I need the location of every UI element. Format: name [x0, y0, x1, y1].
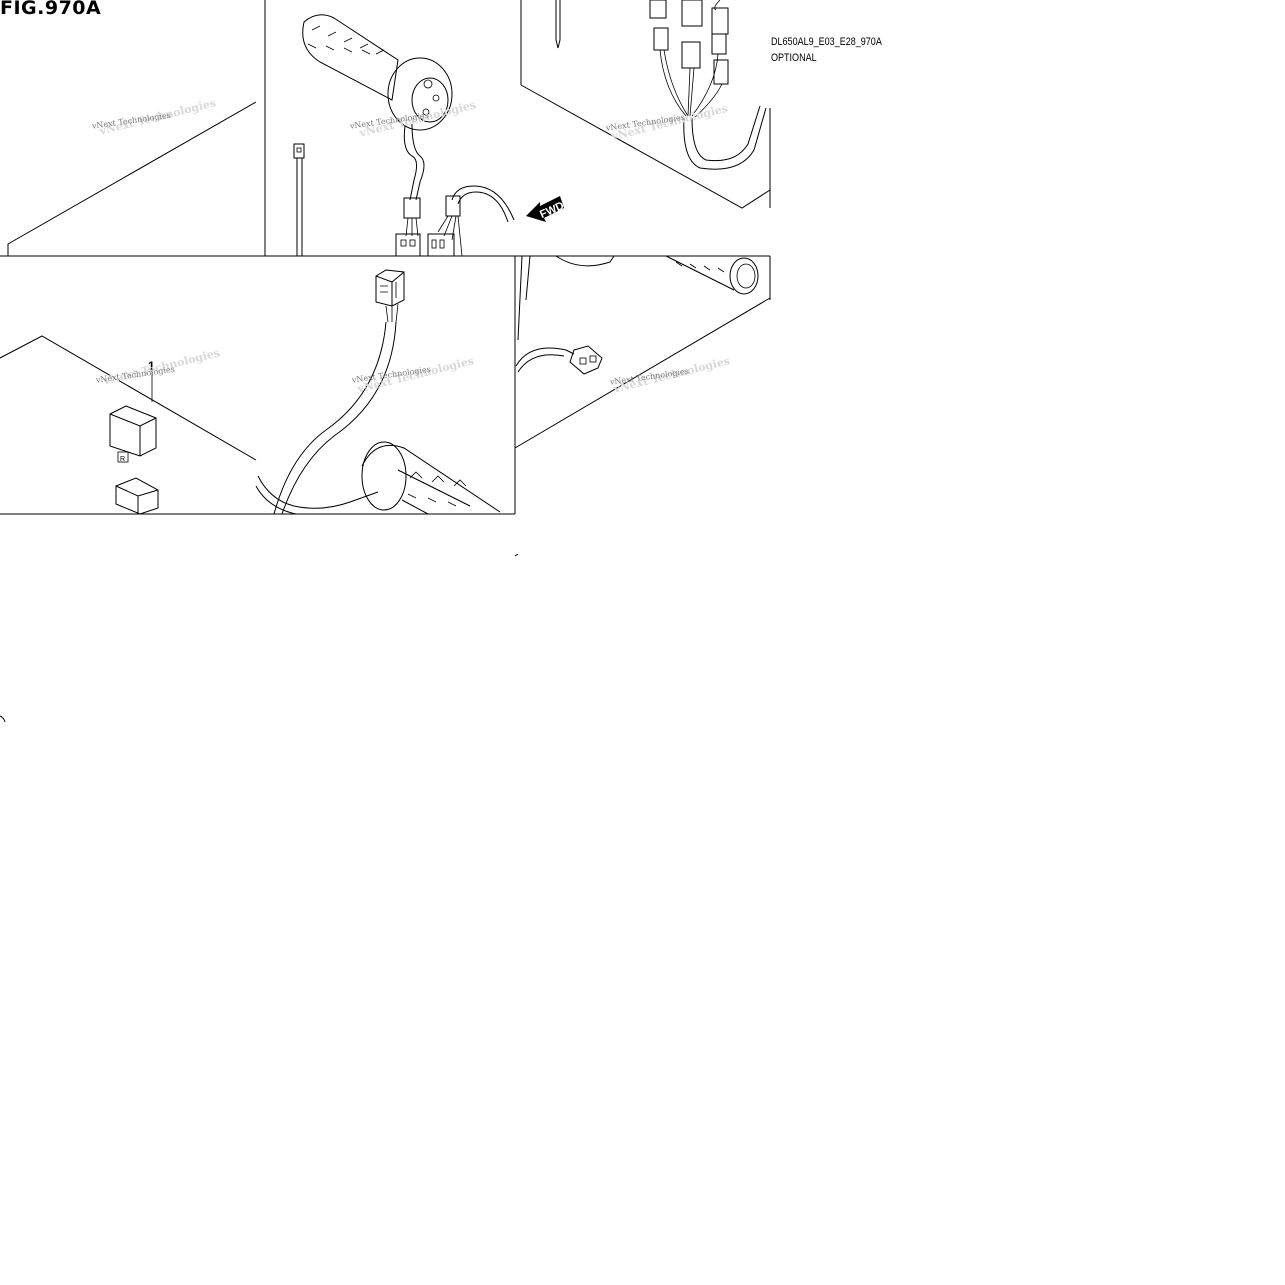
optional-label: OPTIONAL: [771, 52, 817, 64]
forward-direction-arrow: FWD: [526, 196, 566, 222]
grip-heater-switch-unit: R: [109, 370, 159, 515]
switch-tag-text: R: [120, 456, 125, 463]
harness-connector-middle: [427, 185, 515, 257]
figure-title: FIG.970A: [0, 0, 102, 19]
part-code-label: DL650AL9_E03_E28_970A: [771, 36, 882, 48]
harness-with-connectors: [555, 0, 767, 170]
heated-grip-left: [302, 14, 453, 257]
grip-end-and-connector: [515, 255, 759, 375]
harness-and-right-grip: [255, 269, 501, 515]
panel-outlines: [0, 0, 771, 723]
fwd-label: FWD: [538, 200, 566, 221]
cable-tie: [293, 143, 305, 256]
callout-number-1: 1: [148, 359, 155, 373]
